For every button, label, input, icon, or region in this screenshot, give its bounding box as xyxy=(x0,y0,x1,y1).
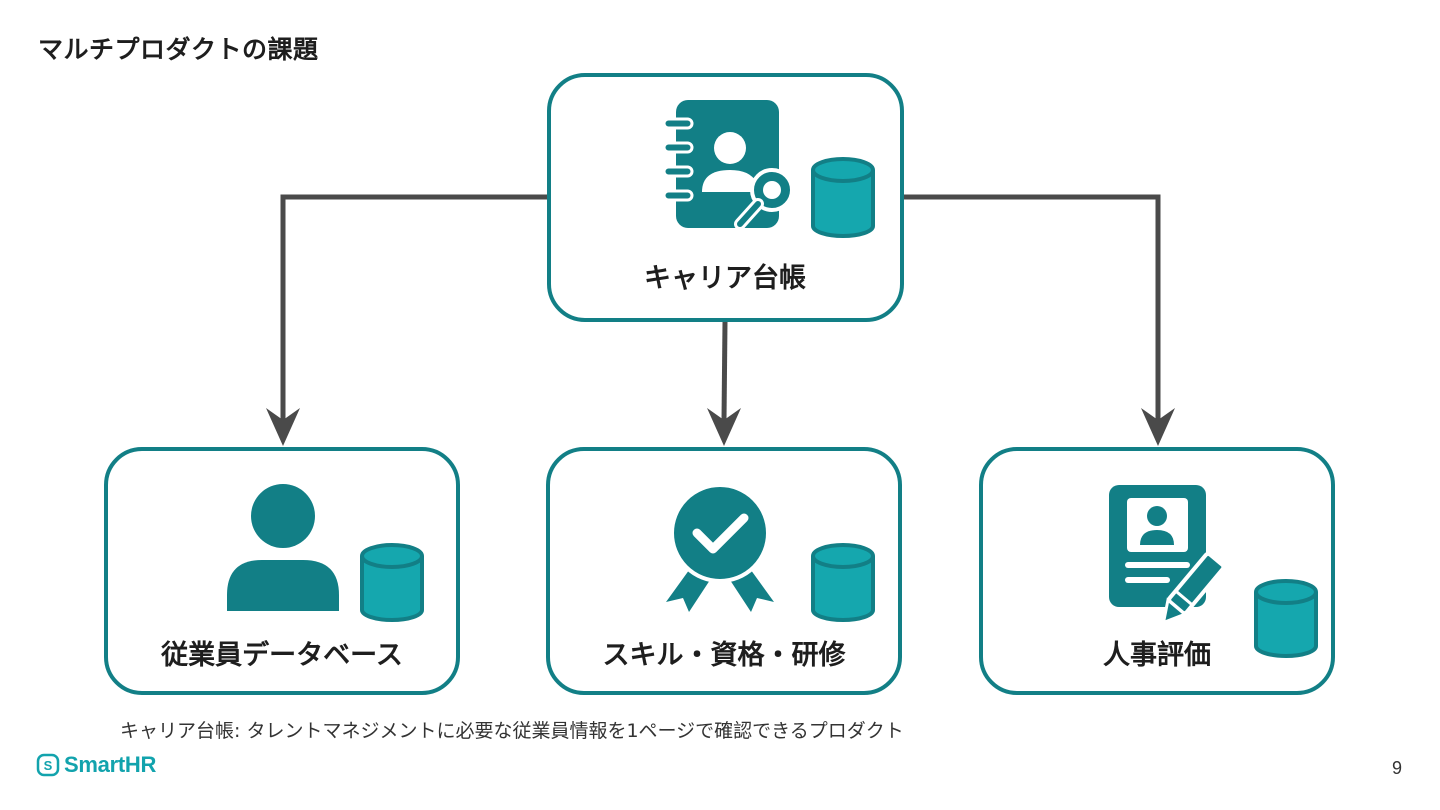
page-title: マルチプロダクトの課題 xyxy=(38,35,319,64)
address-book-search-icon xyxy=(662,100,794,230)
smarthr-logo-icon: S xyxy=(36,753,60,777)
database-icon xyxy=(811,157,875,238)
database-icon xyxy=(811,543,875,622)
edge-career-to-skills xyxy=(707,321,741,446)
edge-career-to-evaluation xyxy=(903,194,1175,446)
caption: キャリア台帳: タレントマネジメントに必要な従業員情報を1ページで確認できるプロ… xyxy=(120,720,904,742)
node-label: 従業員データベース xyxy=(160,639,403,671)
award-badge-icon xyxy=(666,483,774,612)
page-number: 9 xyxy=(1391,758,1402,778)
node-employee-database[interactable]: 従業員データベース xyxy=(104,447,460,695)
node-label: キャリア台帳 xyxy=(644,262,806,294)
node-hr-evaluation[interactable]: 人事評価 xyxy=(979,447,1335,695)
person-icon xyxy=(227,484,339,611)
database-icon xyxy=(1254,579,1318,658)
arrowhead-icon xyxy=(1141,408,1175,446)
profile-edit-icon xyxy=(1109,485,1226,625)
node-skills-training[interactable]: スキル・資格・研修 xyxy=(546,447,902,695)
node-label: スキル・資格・研修 xyxy=(603,640,847,671)
arrowhead-icon xyxy=(266,408,300,446)
node-career-ledger[interactable]: キャリア台帳 xyxy=(547,73,904,322)
logo-text: SmartHR xyxy=(64,752,157,777)
smarthr-logo: S SmartHR xyxy=(36,752,156,778)
svg-text:S: S xyxy=(44,758,53,773)
database-icon xyxy=(360,543,424,622)
edge-career-to-employee xyxy=(266,194,548,446)
node-label: 人事評価 xyxy=(1103,639,1211,671)
arrowhead-icon xyxy=(707,408,741,446)
